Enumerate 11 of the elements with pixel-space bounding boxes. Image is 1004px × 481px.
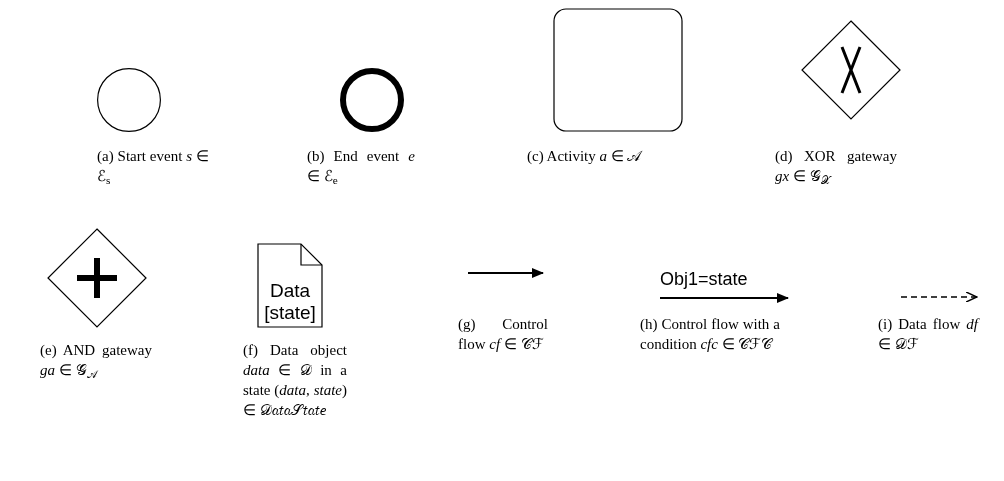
figure-caption: (e) AND gateway ga ∈ 𝒢$_{𝒜}$ — [40, 341, 152, 380]
figure-caption: (d) XOR gateway gx ∈ 𝒢$_{𝒳}$ — [775, 147, 897, 186]
figure-caption: (b) End event e ∈ ℰ$_{e}$ — [307, 147, 415, 186]
figure-caption: (i) Data flow df ∈ 𝒟ℱ — [878, 315, 978, 354]
figure-caption: (f) Data object data ∈ 𝒟 in a state (data, state) ∈ 𝒟𝑎𝑡𝑎𝒮𝑡𝑎𝑡𝑒 — [243, 341, 347, 420]
figure-caption: (a) Start event s ∈ ℰ$_{s}$ — [97, 147, 209, 186]
data-object-label: Data [state] — [263, 280, 317, 324]
figure-caption: (h) Control flow with a condition cfc ∈ 𝒞ℱ𝒞 — [640, 315, 780, 354]
figure-caption: (c) Activity a ∈ 𝒜 — [527, 147, 643, 166]
condition-label: Obj1=state — [660, 268, 749, 290]
figure-caption: (g) Control flow cf ∈ 𝒞ℱ — [458, 315, 548, 354]
